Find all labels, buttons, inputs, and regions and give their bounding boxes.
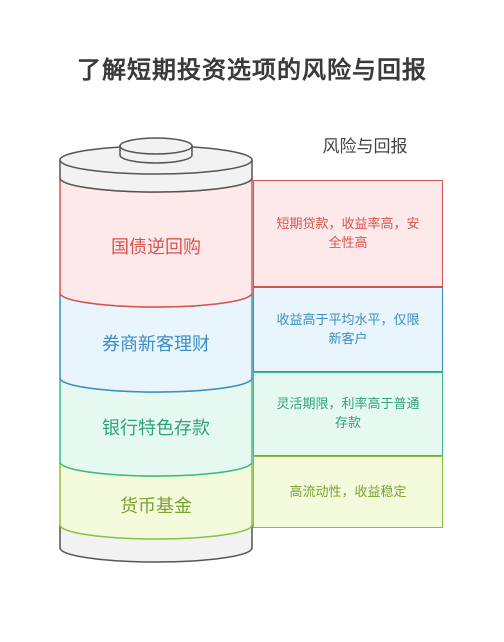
- desc-bank-deposit: 灵活期限，利率高于普通存款: [253, 372, 443, 456]
- segment-label-treasury-repo: 国债逆回购: [111, 237, 201, 258]
- side-title: 风险与回报: [322, 137, 408, 157]
- desc-treasury-repo: 短期贷款，收益率高，安全性高: [253, 180, 443, 287]
- desc-text-treasury-repo: 短期贷款，收益率高，安全性高: [276, 216, 420, 251]
- diagram-title: 了解短期投资选项的风险与回报: [77, 56, 427, 84]
- desc-text-bank-deposit: 灵活期限，利率高于普通存款: [276, 397, 420, 431]
- segment-label-bank-deposit: 银行特色存款: [102, 418, 210, 439]
- segment-label-broker-finance: 券商新客理财: [102, 334, 210, 355]
- segment-label-money-fund: 货币基金: [120, 496, 192, 517]
- battery-terminal-top: [119, 137, 193, 155]
- desc-broker-finance: 收益高于平均水平，仅限新客户: [253, 287, 443, 372]
- desc-money-fund: 高流动性，收益稳定: [253, 456, 443, 528]
- desc-text-broker-finance: 收益高于平均水平，仅限新客户: [276, 312, 420, 347]
- desc-text-money-fund: 高流动性，收益稳定: [289, 484, 407, 500]
